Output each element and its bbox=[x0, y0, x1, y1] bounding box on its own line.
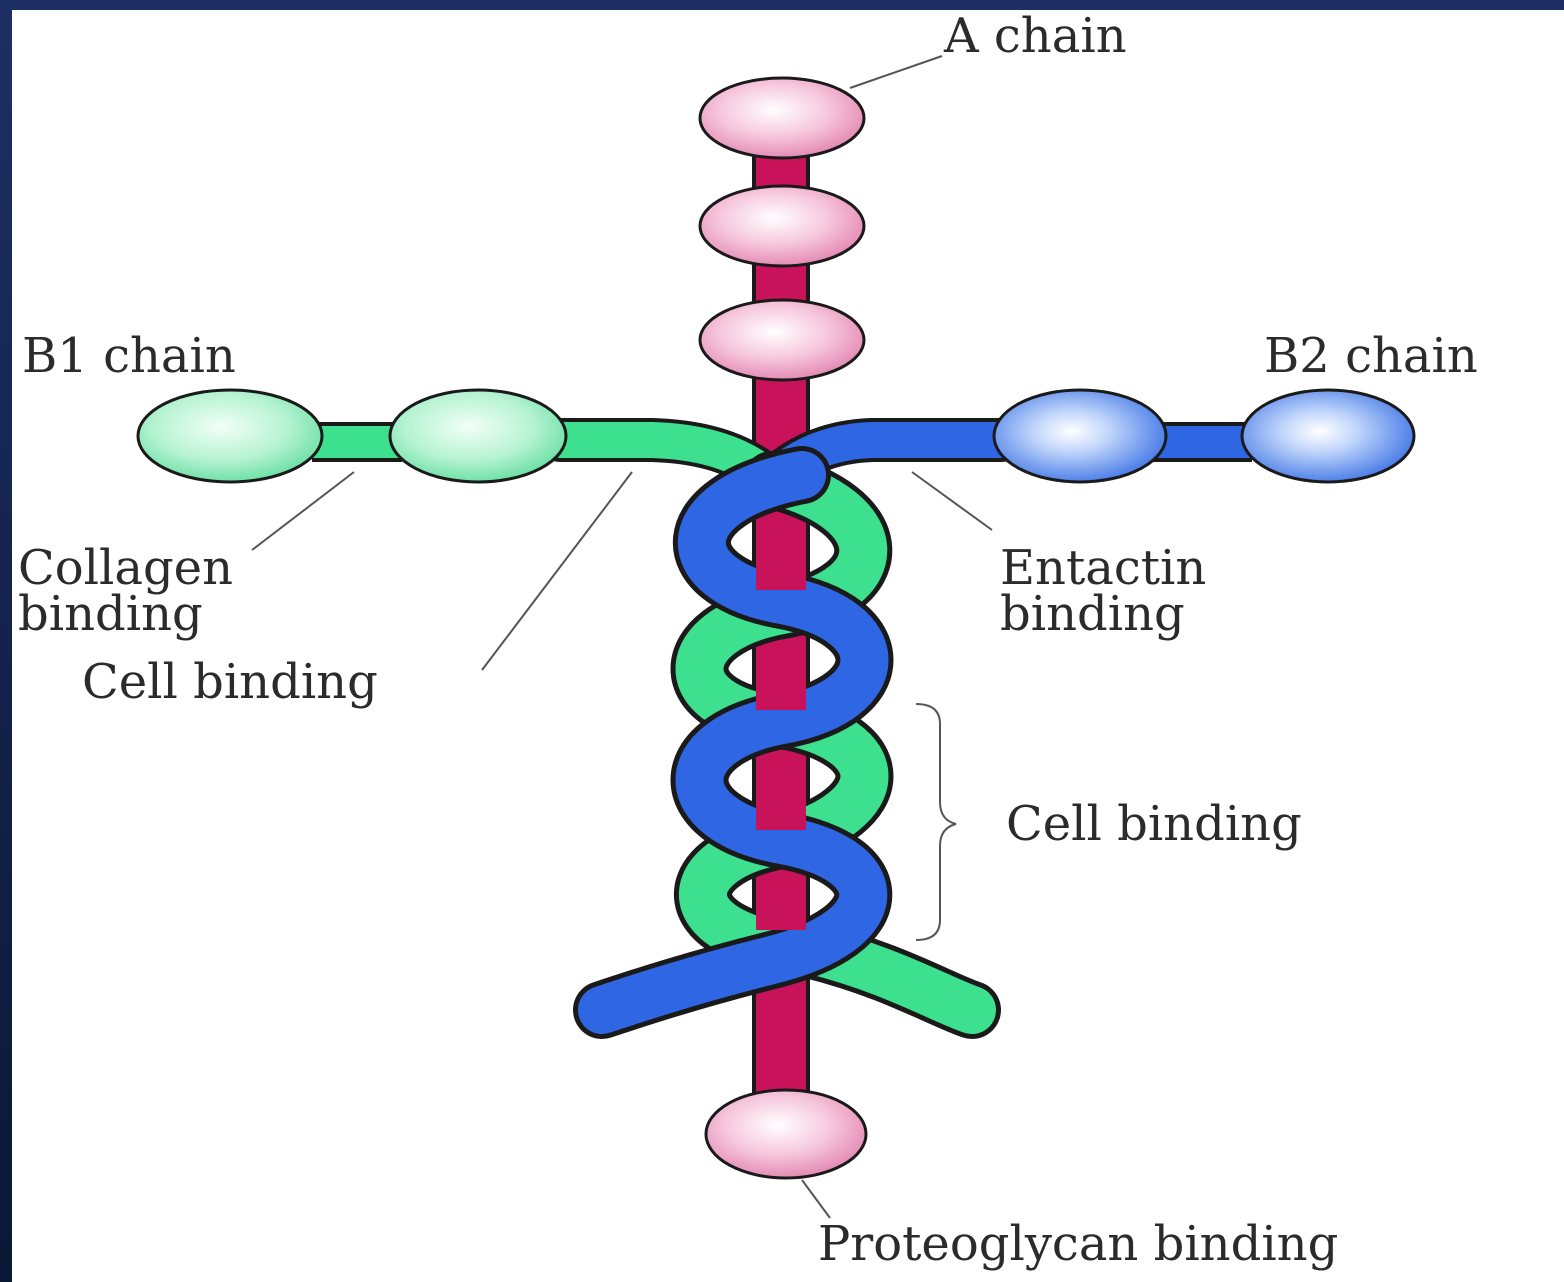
laminin-diagram: A chain B1 chain B2 chain Collagen bindi… bbox=[12, 10, 1564, 1282]
leader-cell-binding-left bbox=[482, 472, 632, 670]
label-cell-binding-left: Cell binding bbox=[82, 654, 378, 710]
label-b1-chain: B1 chain bbox=[22, 328, 236, 384]
label-collagen-binding-2: binding bbox=[18, 586, 203, 642]
leader-proteoglycan bbox=[802, 1180, 830, 1218]
b2-domain-2 bbox=[1242, 390, 1414, 482]
label-b2-chain: B2 chain bbox=[1264, 328, 1478, 384]
b2-domain-1 bbox=[994, 390, 1166, 482]
label-proteoglycan-binding: Proteoglycan binding bbox=[818, 1216, 1338, 1272]
leader-collagen bbox=[252, 472, 354, 550]
a-domain-1 bbox=[700, 78, 864, 158]
b1-domain-2 bbox=[390, 390, 566, 482]
leader-a-chain bbox=[850, 56, 942, 88]
a-domain-2 bbox=[700, 186, 864, 266]
label-a-chain: A chain bbox=[943, 10, 1127, 64]
diagram-canvas: A chain B1 chain B2 chain Collagen bindi… bbox=[12, 10, 1564, 1282]
a-domain-4 bbox=[706, 1090, 866, 1178]
b1-domain-1 bbox=[138, 390, 322, 482]
a-domain-3 bbox=[700, 300, 864, 380]
label-cell-binding-right: Cell binding bbox=[1006, 796, 1302, 852]
leader-entactin bbox=[912, 472, 992, 530]
label-entactin-binding-2: binding bbox=[1000, 586, 1185, 642]
bracket-cell-binding bbox=[916, 704, 956, 940]
